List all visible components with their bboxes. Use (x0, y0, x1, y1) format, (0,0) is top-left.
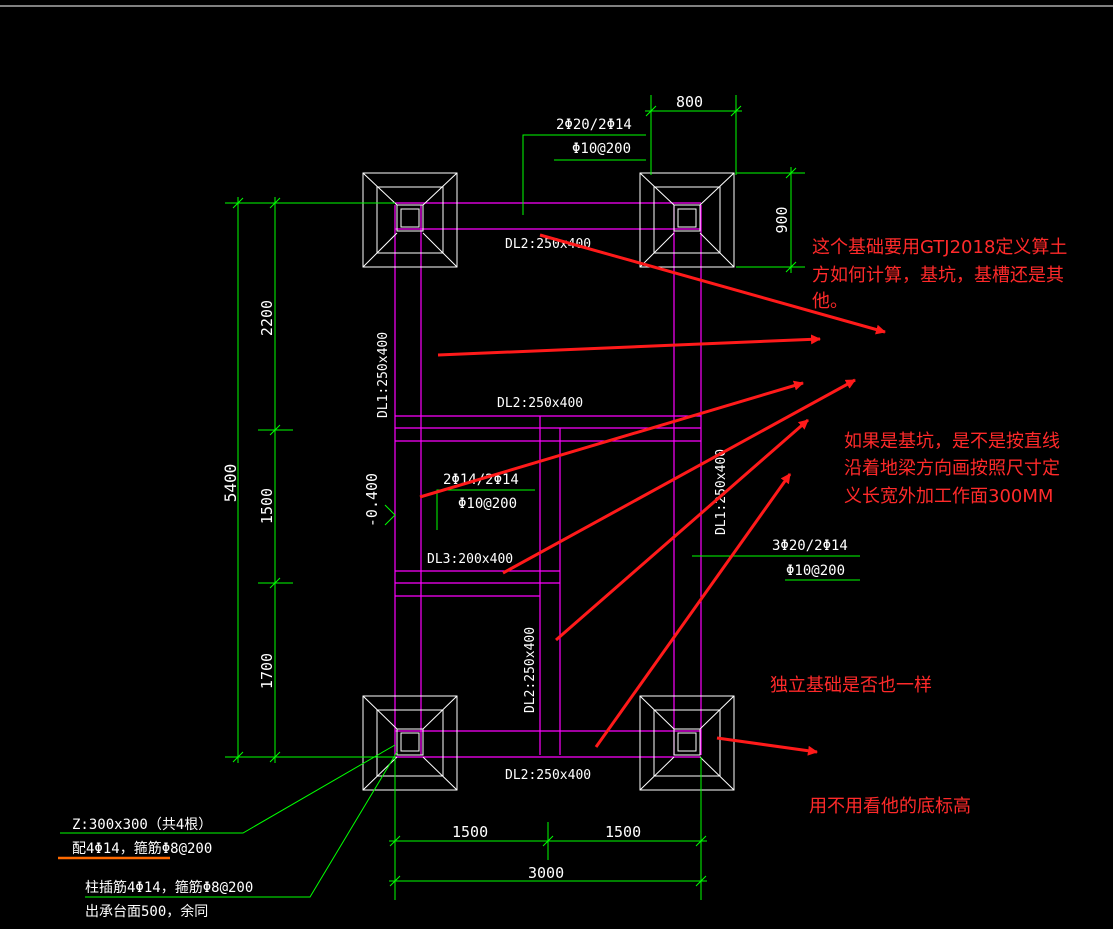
rebar-right-stirrup: Φ10@200 (786, 563, 845, 579)
column-note-line4: 出承台面500，余同 (85, 903, 208, 920)
beam-labels: DL2:250x400 DL2:250x400 DL2:250x400 DL1:… (376, 237, 729, 783)
dimension-labels: 800 900 5400 2200 1500 1700 1500 1500 30… (221, 93, 791, 882)
dim-left-seg-3: 1700 (258, 653, 276, 689)
question-1-line1: 这个基础要用GTJ2018定义算土 (812, 237, 1067, 258)
question-4: 用不用看他的底标高 (809, 796, 971, 817)
beam-label-dl1-right: DL1:250x400 (714, 449, 729, 535)
column-note-line2: 配4Φ14，箍筋Φ8@200 (72, 840, 212, 857)
dim-top-width: 800 (676, 93, 703, 111)
question-2-line3: 义长宽外加工作面300MM (844, 486, 1053, 507)
dim-bottom-total: 3000 (528, 864, 564, 882)
beam-label-dl2-bottom: DL2:250x400 (505, 768, 591, 783)
annotation-arrows (419, 233, 886, 756)
rebar-mid-stirrup: Φ10@200 (458, 496, 517, 512)
question-3: 独立基础是否也一样 (770, 675, 932, 696)
pile-cap-top-left[interactable] (362, 172, 458, 268)
question-1-line3: 他。 (812, 291, 848, 312)
beam-label-dl2-top: DL2:250x400 (505, 237, 591, 252)
ground-beam-frame (394, 202, 702, 758)
leader-lines (58, 134, 860, 898)
beam-label-dl3: DL3:200x400 (427, 552, 513, 567)
rebar-labels: 2Φ20/2Φ14 Φ10@200 2Φ14/2Φ14 Φ10@200 3Φ20… (443, 117, 848, 579)
elevation-label: -0.400 (363, 473, 381, 527)
column-note-line3: 柱插筋4Φ14，箍筋Φ8@200 (85, 879, 253, 896)
dim-bottom-seg-1: 1500 (452, 823, 488, 841)
dim-right-height: 900 (773, 206, 791, 233)
rebar-top-main: 2Φ20/2Φ14 (556, 117, 632, 133)
pile-cap-bottom-right[interactable] (639, 695, 735, 791)
pile-cap-top-right[interactable] (639, 172, 735, 268)
dim-left-total: 5400 (221, 464, 240, 503)
beam-label-dl2-mid: DL2:250x400 (497, 396, 583, 411)
dim-bottom-seg-2: 1500 (605, 823, 641, 841)
rebar-right-main: 3Φ20/2Φ14 (772, 538, 848, 554)
beam-label-dl2-vertical: DL2:250x400 (523, 627, 538, 713)
question-annotations: 这个基础要用GTJ2018定义算土 方如何计算，基坑，基槽还是其 他。 如果是基… (770, 237, 1067, 817)
column-note-line1: Z:300x300（共4根） (72, 817, 212, 833)
pile-cap-bottom-left[interactable] (362, 695, 458, 791)
dimension-lines (225, 95, 805, 900)
rebar-top-stirrup: Φ10@200 (572, 141, 631, 157)
question-2-line1: 如果是基坑，是不是按直线 (844, 431, 1060, 452)
beam-label-dl1-left: DL1:250x400 (376, 332, 391, 418)
question-2-line2: 沿着地梁方向画按照尺寸定 (844, 458, 1060, 479)
question-1-line2: 方如何计算，基坑，基槽还是其 (812, 265, 1064, 286)
dim-left-seg-1: 2200 (258, 300, 276, 336)
dim-left-seg-2: 1500 (258, 488, 276, 524)
column-note: Z:300x300（共4根） 配4Φ14，箍筋Φ8@200 柱插筋4Φ14，箍筋… (72, 817, 253, 920)
